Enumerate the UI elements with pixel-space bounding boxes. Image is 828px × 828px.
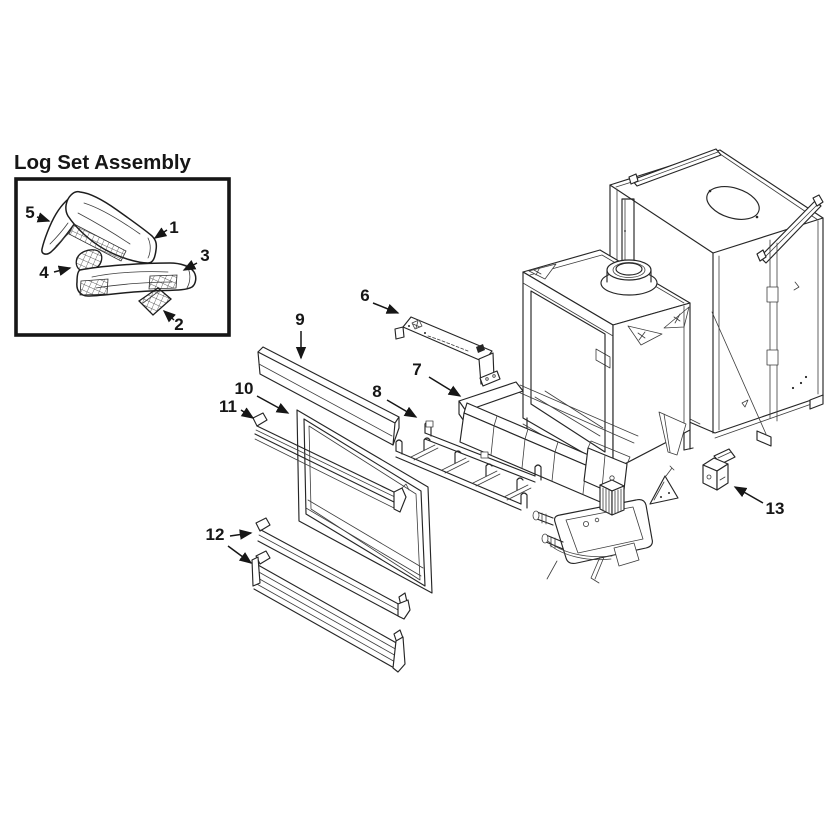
callout-2-arrow (162, 309, 176, 323)
callout-12-label: 12 (206, 525, 225, 544)
callout-10-arrow (256, 395, 290, 414)
callout-10: 10 (235, 379, 290, 414)
cabinet-foot (809, 394, 824, 410)
bottom-trim-bar (255, 517, 411, 620)
callout-8: 8 (372, 382, 418, 418)
callout-7-arrow (428, 376, 462, 397)
callout-7: 7 (412, 360, 462, 397)
flue-collar (600, 259, 658, 296)
triangle-bracket (649, 465, 679, 505)
junction-box-side (716, 463, 729, 491)
callout-12-arrow-upper (229, 529, 253, 540)
callout-13-arrow (733, 486, 764, 504)
corner-gusset (528, 263, 690, 346)
callout-13-label: 13 (766, 499, 785, 518)
callout-7-label: 7 (412, 360, 421, 379)
callout-3-arrow (182, 260, 198, 271)
callout-9: 9 (295, 310, 307, 360)
callout-1-label: 1 (169, 218, 178, 237)
cabinet-foot (756, 430, 772, 447)
flue-standpipe (621, 198, 635, 263)
gas-valve (599, 475, 625, 516)
control-bracket (394, 316, 501, 387)
callout-1: 1 (153, 218, 179, 239)
callout-12-arrow-lower (227, 545, 253, 564)
callout-6-arrow (372, 302, 400, 314)
liner-left-wing (458, 381, 524, 412)
firebox (522, 198, 694, 482)
ember-strip (79, 278, 109, 296)
callout-5-arrow (36, 212, 51, 223)
callout-11-arrow (240, 407, 255, 419)
callout-3-label: 3 (200, 246, 209, 265)
callout-11: 11 (219, 397, 255, 419)
top-trim (257, 346, 400, 446)
callout-12: 12 (206, 525, 253, 564)
callout-5-label: 5 (25, 203, 34, 222)
log-set-inset: Log Set Assembly 5 1 3 (14, 151, 231, 337)
flue-knockout-hole (706, 186, 760, 220)
callout-13: 13 (733, 486, 785, 518)
louver-bar (251, 550, 406, 673)
glass-retainer-bar (252, 412, 410, 513)
callout-2: 2 (162, 309, 184, 334)
ember-strip (148, 274, 178, 290)
junction-box (702, 448, 736, 491)
ember-strip (68, 223, 127, 262)
callout-1-arrow (153, 227, 168, 239)
ember-chunk-2 (137, 287, 172, 316)
callout-8-arrow (386, 399, 418, 418)
door-frame (296, 409, 433, 594)
air-shutter-tubes (532, 510, 564, 550)
inset-box-border (14, 177, 231, 337)
ember-chunk-4 (75, 249, 103, 272)
callout-6: 6 (360, 286, 400, 314)
callout-9-label: 9 (295, 310, 304, 329)
hinge-block (766, 349, 779, 366)
burner-bracket (613, 542, 640, 567)
callout-2-label: 2 (174, 315, 183, 334)
callout-4-label: 4 (39, 263, 49, 282)
inset-title: Log Set Assembly (14, 151, 192, 174)
callout-8-label: 8 (372, 382, 381, 401)
right-standoff-rail (756, 194, 824, 264)
hinge-block (766, 286, 779, 303)
left-standoff-rail (628, 148, 722, 187)
callout-10-label: 10 (235, 379, 254, 398)
log-grate (395, 420, 542, 511)
callout-11-label: 11 (219, 397, 237, 416)
callout-3: 3 (182, 246, 210, 271)
callout-5: 5 (25, 203, 51, 223)
callout-6-label: 6 (360, 286, 369, 305)
manifold-pipe (547, 540, 613, 561)
callout-4-arrow (53, 265, 72, 276)
burner-assembly (532, 475, 653, 584)
callout-4: 4 (39, 263, 72, 282)
pilot-assembly (583, 521, 590, 528)
